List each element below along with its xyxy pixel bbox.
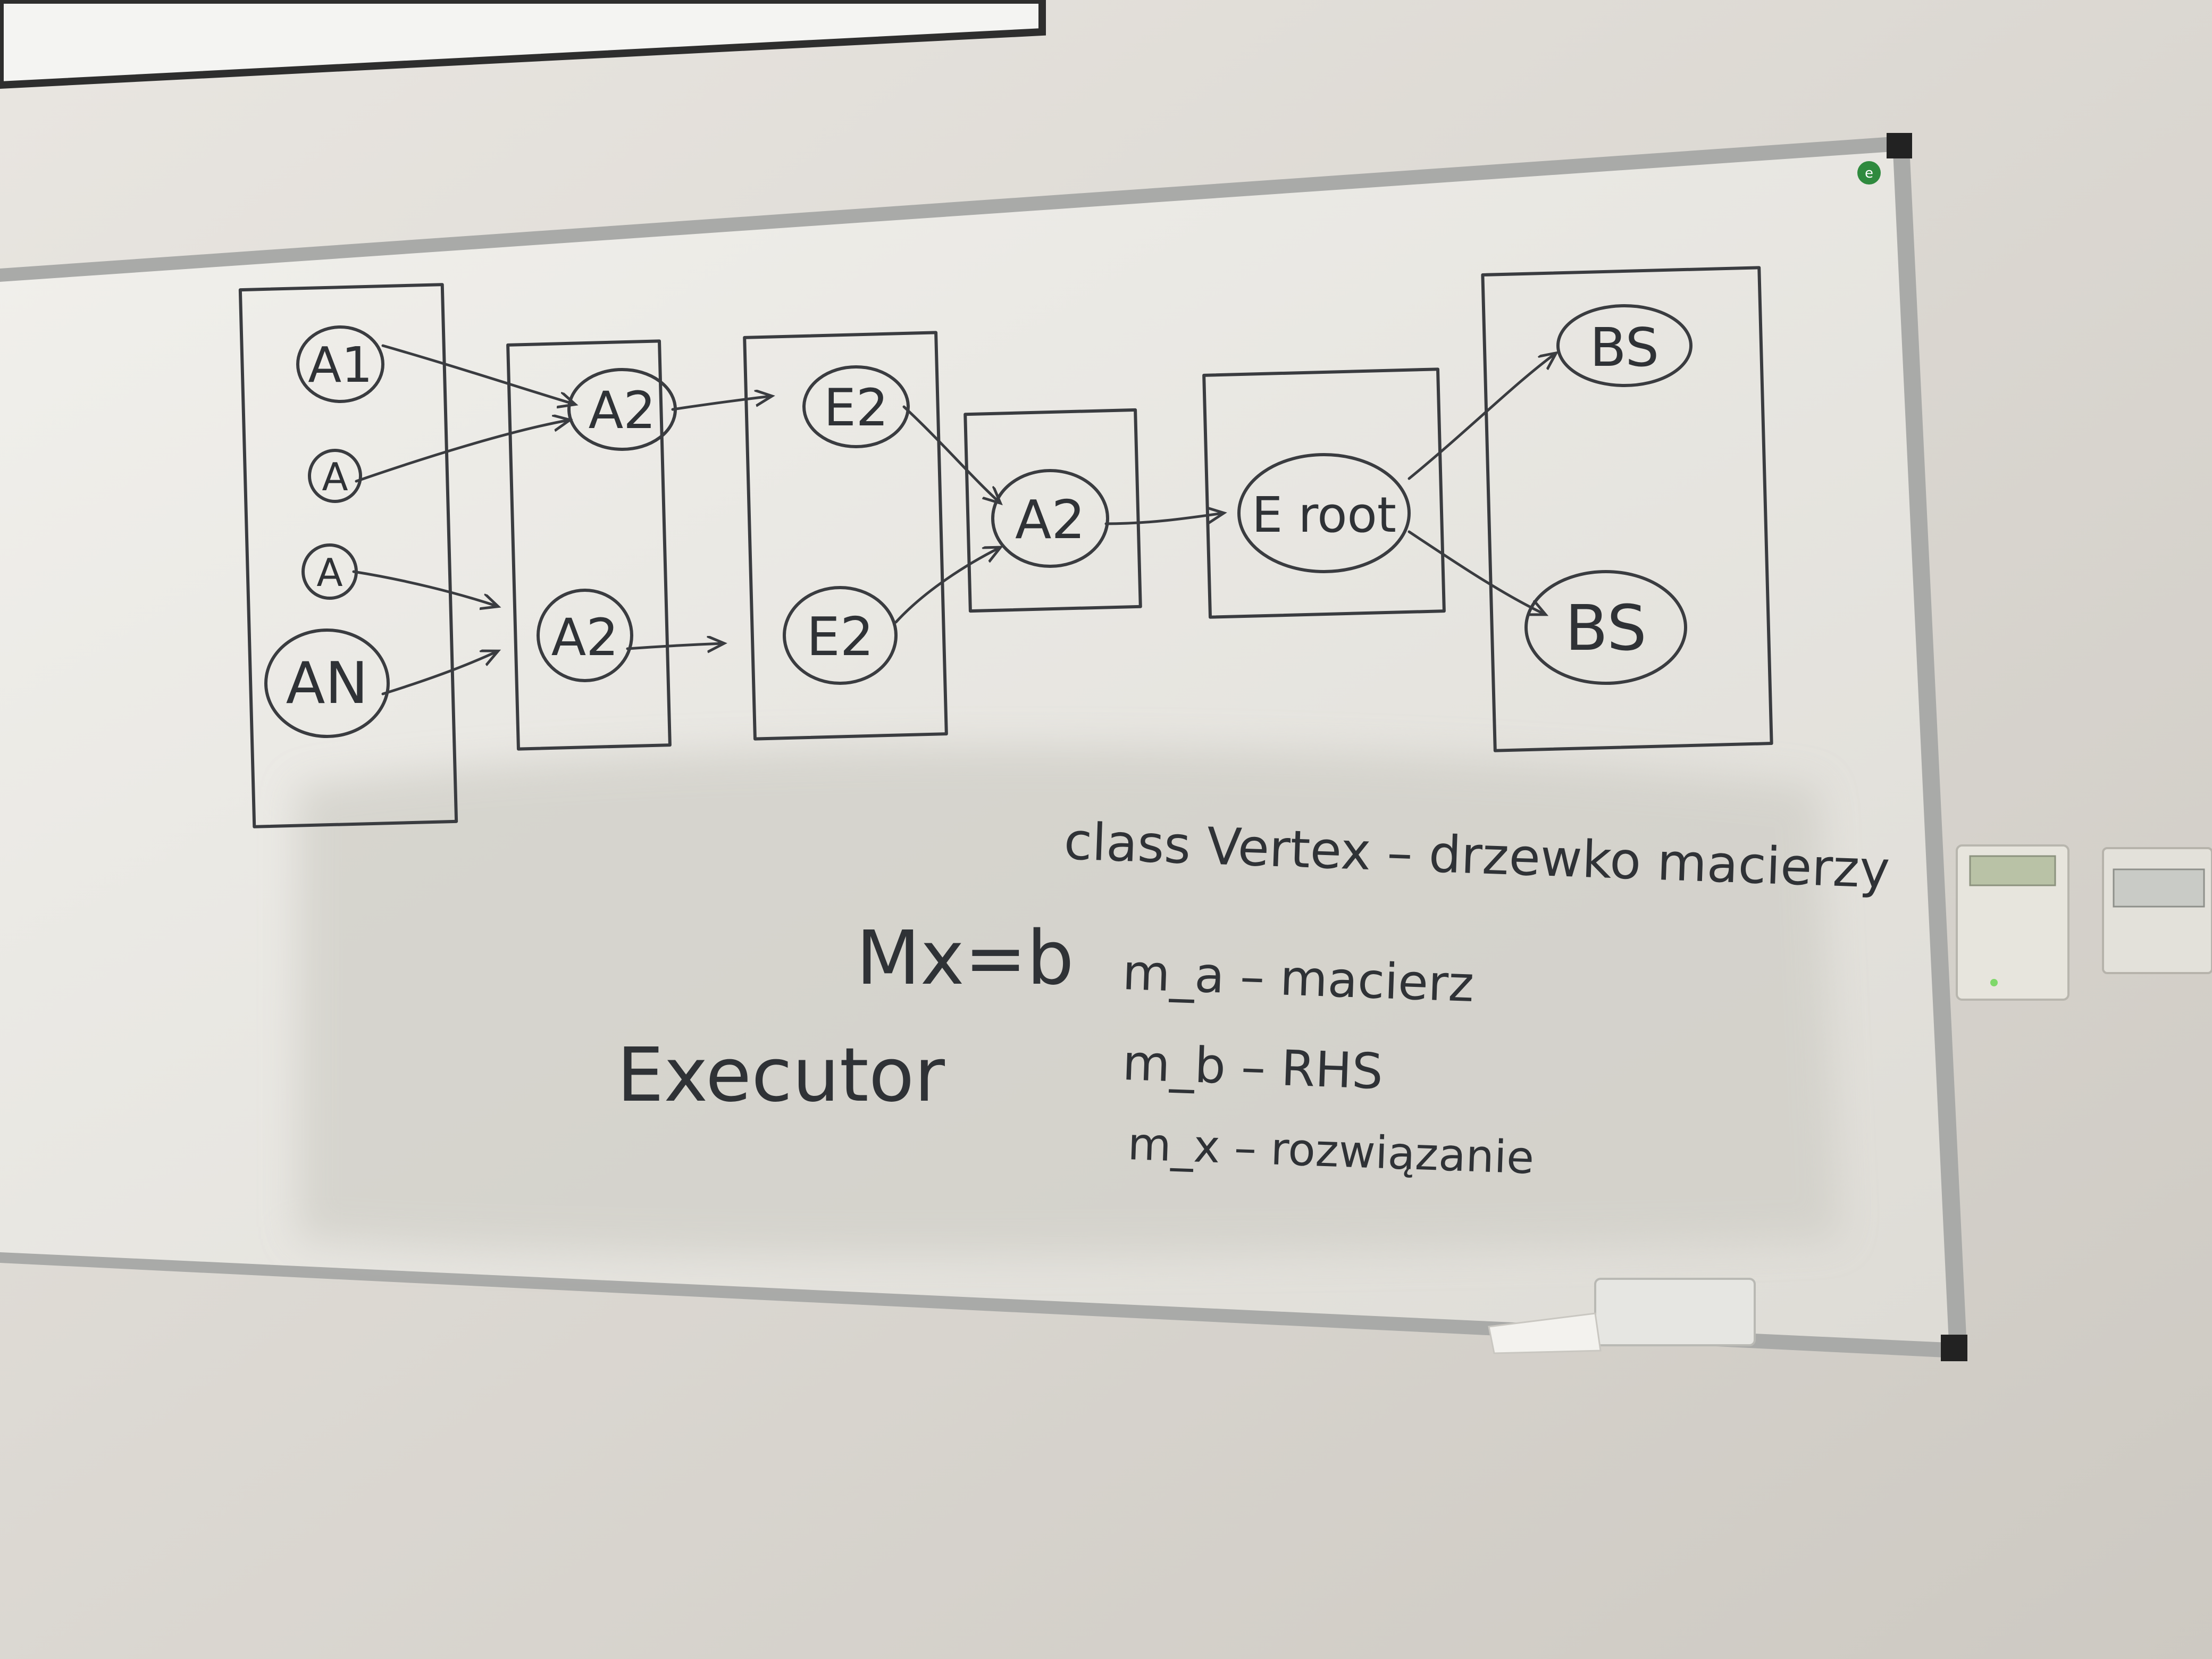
- arrow-a1-to-a2: [381, 344, 574, 404]
- thermostat-display: [1969, 855, 2056, 886]
- node-a2-bottom: A2: [537, 589, 633, 682]
- node-a-1: A: [308, 449, 362, 503]
- column-box-3: [743, 331, 948, 741]
- arrow-e2-to-a2-bottom: [894, 548, 1000, 624]
- column-box-2: [506, 339, 672, 751]
- node-a1: A1: [296, 325, 384, 403]
- node-label: A1: [308, 337, 372, 393]
- column-box-6: [1481, 266, 1773, 752]
- node-label: E2: [824, 378, 889, 438]
- node-label: E root: [1252, 487, 1396, 543]
- projector-screen-edge: [0, 0, 1046, 89]
- node-a-2: A: [301, 543, 358, 600]
- equation-note: Mx=b: [856, 915, 1074, 1002]
- node-e2-top: E2: [802, 365, 910, 448]
- executor-note: Executor: [617, 1032, 945, 1119]
- eraser-smudge: [298, 747, 1840, 1255]
- arrow-a-to-column2: [352, 570, 497, 606]
- node-label: A2: [589, 381, 656, 440]
- column-box-5: [1202, 367, 1446, 619]
- node-label: A: [322, 455, 348, 499]
- arrow-an-to-column2: [381, 651, 497, 696]
- node-e-root: E root: [1237, 453, 1411, 573]
- thermostat-display: [2113, 868, 2205, 908]
- thermostat-right: [2102, 847, 2212, 974]
- node-a2-middle: A2: [991, 469, 1109, 568]
- arrow-a-to-a2: [355, 420, 569, 483]
- eraser: [1594, 1278, 1756, 1346]
- node-label: BS: [1590, 316, 1659, 379]
- marker-tray: [1488, 1278, 1756, 1354]
- node-label: E2: [807, 606, 874, 668]
- arrow-a2-to-e2-bottom: [626, 643, 723, 649]
- diagram: A1 A A AN A2 A2 E2 E2: [238, 266, 1773, 828]
- thermostat-left: [1956, 844, 2069, 1001]
- arrow-eroot-to-bs-top: [1407, 354, 1555, 480]
- m-b-note: m_b – RHS: [1121, 1034, 1384, 1100]
- paper-tissue: [1488, 1312, 1602, 1354]
- node-bs-top: BS: [1556, 304, 1692, 387]
- node-bs-bottom: BS: [1524, 570, 1687, 685]
- node-label: A2: [551, 608, 619, 667]
- status-led: [1990, 979, 1998, 986]
- node-label: BS: [1565, 591, 1647, 665]
- node-label: AN: [286, 650, 368, 717]
- node-label: A2: [1015, 489, 1085, 551]
- column-box-1: [238, 283, 458, 828]
- arrow-eroot-to-bs-bottom: [1407, 530, 1545, 614]
- frame-corner-bottom-right: [1941, 1335, 1967, 1361]
- e-logo-icon: [1857, 161, 1881, 185]
- arrow-a2-to-eroot: [1104, 513, 1223, 525]
- arrow-e2-to-a2-top: [902, 405, 1000, 502]
- logo-text: e: [1865, 165, 1873, 181]
- node-e2-bottom: E2: [783, 586, 898, 685]
- board-logo: e: [1857, 161, 1881, 185]
- node-an: AN: [264, 629, 390, 738]
- arrow-a2-to-e2-top: [671, 396, 771, 411]
- column-box-4: [963, 408, 1142, 613]
- m-a-note: m_a – macierz: [1121, 944, 1475, 1013]
- node-a2-top: A2: [567, 368, 677, 451]
- frame-corner-top-right: [1887, 133, 1912, 158]
- node-label: A: [316, 550, 342, 595]
